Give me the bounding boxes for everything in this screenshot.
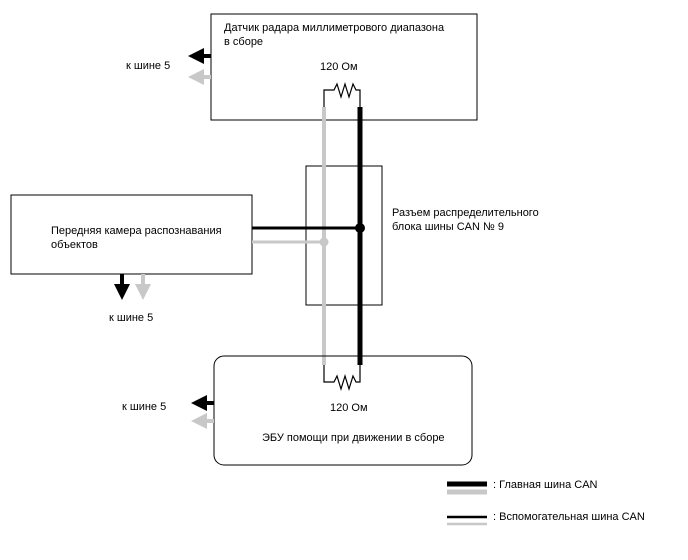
ecu-title: ЭБУ помощи при движении в сборе [262,432,445,444]
front-camera-box [10,194,253,275]
ecu-box [213,355,473,466]
radar-sensor-title-line1: Датчик радара миллиметрового диапазона [224,22,445,34]
front-camera-title-line2: объектов [51,239,98,251]
connector-label-line2: блока шины CAN № 9 [392,221,504,233]
radar-resistor [323,81,361,107]
main-bus-junction-dot [355,223,365,233]
front-camera-title-line1: Передняя камера распознавания [51,225,222,237]
connector-label-line1: Разъем распределительного [392,207,539,219]
radar-bus5-label: к шине 5 [126,60,170,72]
can-junction-connector-box [305,165,383,306]
camera-bus5-label: к шине 5 [109,312,153,324]
sub-bus-junction-dot [319,237,329,247]
legend-main-bus-label: : Главная шина CAN [493,479,598,491]
radar-resistor-label: 120 Ом [320,61,358,73]
ecu-resistor-label: 120 Ом [330,402,368,414]
radar-sensor-box [210,13,478,121]
legend-sub-bus-label: : Вспомогательная шина CAN [493,511,645,523]
ecu-bus5-label: к шине 5 [122,401,166,413]
ecu-resistor [323,365,361,392]
radar-sensor-title-line2: в сборе [224,36,263,48]
